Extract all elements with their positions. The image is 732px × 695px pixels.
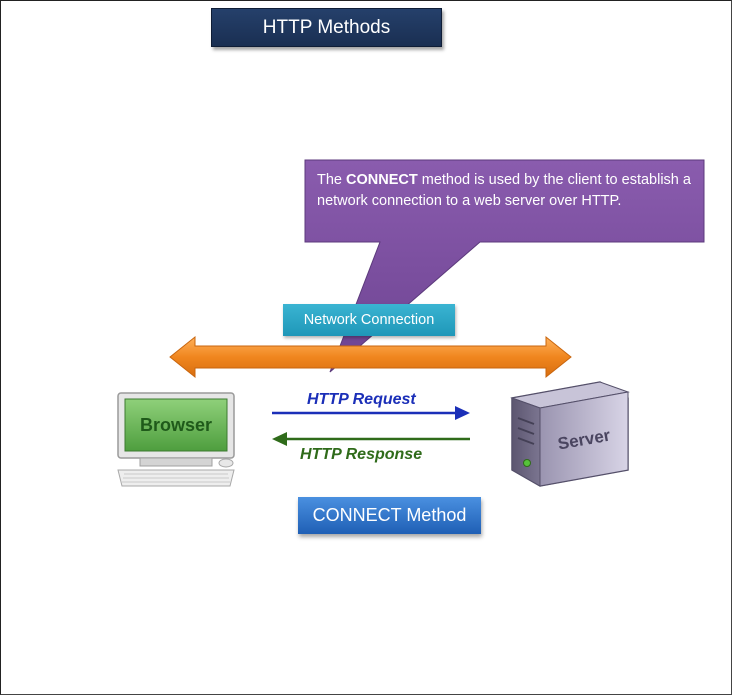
callout-prefix: The bbox=[317, 172, 347, 188]
callout-text: The CONNECT method is used by the client… bbox=[317, 170, 697, 211]
http-response-label: HTTP Response bbox=[300, 446, 423, 463]
request-arrow bbox=[272, 406, 470, 420]
connect-method-label: CONNECT Method bbox=[298, 497, 481, 534]
network-connection-label: Network Connection bbox=[283, 304, 455, 336]
callout-bold-term: CONNECT bbox=[346, 172, 418, 188]
network-double-arrow bbox=[169, 335, 572, 379]
browser-monitor-icon: Browser bbox=[117, 392, 235, 487]
response-arrow bbox=[272, 432, 470, 446]
browser-label: Browser bbox=[140, 415, 212, 435]
http-request-label: HTTP Request bbox=[307, 391, 416, 408]
page-title: HTTP Methods bbox=[211, 8, 442, 47]
callout-rest: method is used by the client to establis… bbox=[317, 172, 691, 209]
server-icon: Server bbox=[510, 381, 630, 487]
